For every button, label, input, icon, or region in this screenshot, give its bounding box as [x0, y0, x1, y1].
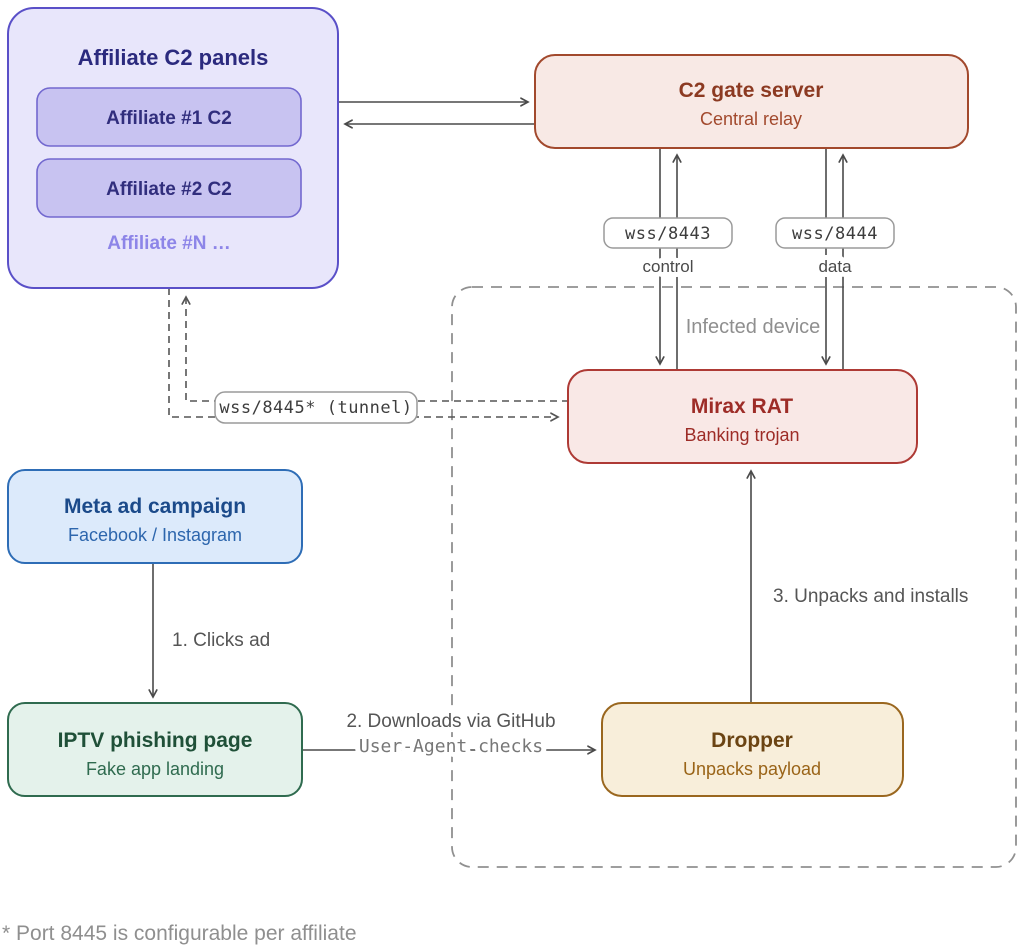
node-c2-gate: C2 gate server Central relay: [534, 54, 969, 149]
iptv-title: IPTV phishing page: [58, 729, 253, 752]
port-8443-badge: [603, 217, 733, 249]
dropper-title: Dropper: [711, 729, 793, 752]
affiliate-panels-title: Affiliate C2 panels: [78, 45, 269, 70]
data-label: data: [818, 257, 852, 276]
node-dropper: Dropper Unpacks payload: [601, 702, 904, 797]
port-8444-label: wss/8444: [792, 224, 878, 244]
meta-ad-box: [7, 469, 303, 564]
tunnel-mirax-to-affiliate: [181, 295, 569, 402]
step2-label: 2. Downloads via GitHub: [346, 711, 555, 732]
infected-device-label: Infected device: [686, 316, 821, 338]
node-iptv: IPTV phishing page Fake app landing: [7, 702, 303, 797]
step3-label: 3. Unpacks and installs: [773, 586, 968, 607]
affiliate-2-box: [36, 158, 302, 218]
tunnel-affiliate-to-mirax: [168, 288, 560, 422]
step2-subtext: User-Agent checks: [359, 736, 543, 757]
mirax-subtitle: Banking trojan: [684, 425, 799, 445]
node-affiliate-panels: Affiliate C2 panels Affiliate #1 C2 Affi…: [7, 7, 339, 289]
iptv-subtitle: Fake app landing: [86, 759, 224, 779]
mirax-box: [567, 369, 918, 464]
footnote: * Port 8445 is configurable per affiliat…: [2, 922, 357, 945]
c2-gate-title: C2 gate server: [679, 79, 824, 102]
iptv-box: [7, 702, 303, 797]
port-8444-badge: [775, 217, 895, 249]
dropper-subtitle: Unpacks payload: [683, 759, 821, 779]
meta-ad-subtitle: Facebook / Instagram: [68, 525, 242, 545]
port-8445-badge: [214, 391, 418, 424]
connector-lines: [148, 97, 848, 755]
affiliate-n-label: Affiliate #N …: [107, 233, 231, 254]
tunnel-paths: [168, 288, 569, 422]
control-label: control: [642, 257, 693, 276]
c2-gate-subtitle: Central relay: [700, 109, 802, 129]
port-8445-label: wss/8445* (tunnel): [219, 398, 412, 418]
port-8443-label: wss/8443: [625, 224, 711, 244]
mirax-title: Mirax RAT: [691, 395, 793, 418]
meta-ad-title: Meta ad campaign: [64, 495, 246, 518]
affiliate-2-label: Affiliate #2 C2: [106, 179, 232, 200]
step1-label: 1. Clicks ad: [172, 630, 270, 651]
node-mirax: Mirax RAT Banking trojan: [567, 369, 918, 464]
port-badges: wss/8443 wss/8444 wss/8445* (tunnel): [214, 217, 895, 424]
affiliate-panels-box: [7, 7, 339, 289]
infected-device-container: [451, 286, 1017, 868]
affiliate-1-label: Affiliate #1 C2: [106, 108, 232, 129]
dropper-box: [601, 702, 904, 797]
affiliate-1-box: [36, 87, 302, 147]
c2-gate-box: [534, 54, 969, 149]
node-meta-ad: Meta ad campaign Facebook / Instagram: [7, 469, 303, 564]
